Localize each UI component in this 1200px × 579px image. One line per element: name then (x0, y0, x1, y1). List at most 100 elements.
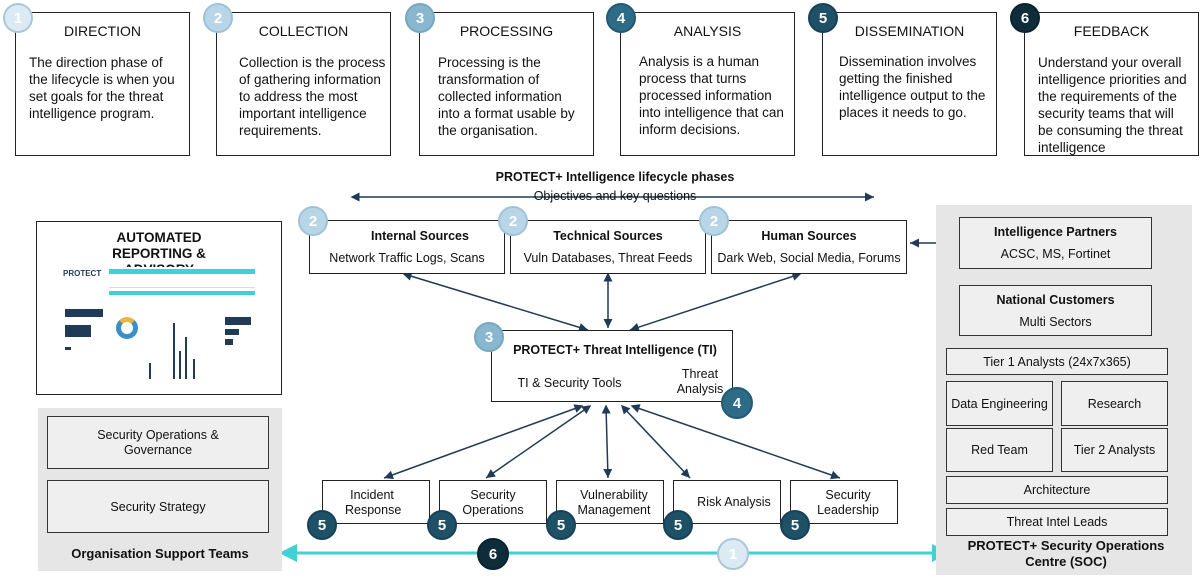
ti-title: PROTECT+ Threat Intelligence (TI) (513, 343, 717, 357)
dashboard-donut (116, 317, 138, 339)
phase-text: Collection is the process of gathering i… (239, 55, 386, 138)
phase-text: Analysis is a human process that turns p… (639, 54, 784, 137)
dashboard-bar (65, 347, 71, 350)
output-label: Vulnerability Management (577, 488, 651, 517)
internal-sources-box: Internal Sources Network Traffic Logs, S… (309, 220, 505, 274)
direction-number: 1 (717, 538, 749, 570)
phase-direction: DIRECTION The direction phase of the lif… (15, 12, 190, 156)
phase-number-3: 3 (405, 3, 435, 33)
phase-number-5: 5 (808, 3, 838, 33)
dashboard-header-strip (109, 269, 255, 274)
dashboard-column (173, 323, 175, 379)
org-item-strategy: Security Strategy (47, 480, 269, 533)
dashboard-subheader-strip (109, 291, 255, 295)
human-sources-box: Human Sources Dark Web, Social Media, Fo… (711, 220, 907, 274)
lifecycle-title: PROTECT+ Intelligence lifecycle phases (495, 170, 735, 184)
output-number: 5 (427, 510, 457, 540)
dashboard-logo: PROTECT (63, 269, 102, 278)
dashboard-column (149, 363, 151, 379)
phase-number-2: 2 (203, 3, 233, 33)
lifecycle-subtitle: Objectives and key questions (533, 189, 697, 203)
dashboard-kpi-row (109, 277, 255, 288)
soc-threat-intel-leads: Threat Intel Leads (946, 508, 1168, 536)
partners-title: Intelligence Partners (994, 225, 1117, 239)
phase-dissemination: DISSEMINATION Dissemination involves get… (822, 12, 997, 156)
output-label: Risk Analysis (697, 495, 771, 509)
output-security-operations: Security Operations (439, 480, 547, 524)
source-number: 2 (699, 206, 729, 236)
ti-tools: TI & Security Tools (517, 376, 622, 390)
soc-item-label: Data Engineering (951, 396, 1048, 411)
org-item-label: Security Strategy (110, 499, 206, 514)
phase-text: Dissemination involves getting the finis… (839, 54, 986, 120)
source-detail: Vuln Databases, Threat Feeds (523, 251, 693, 265)
soc-architecture: Architecture (946, 476, 1168, 504)
ti-analysis: Threat Analysis (676, 367, 724, 396)
phase-collection: COLLECTION Collection is the process of … (216, 12, 391, 156)
dashboard-thumbnail: PROTECT (61, 267, 257, 383)
dashboard-bar (65, 309, 103, 317)
phase-processing: PROCESSING Processing is the transformat… (419, 12, 594, 156)
source-number: 2 (298, 206, 328, 236)
phase-title: PROCESSING (459, 23, 554, 39)
dashboard-bar (225, 329, 239, 335)
phase-text: Understand your overall intelligence pri… (1038, 55, 1187, 155)
partners-detail: ACSC, MS, Fortinet (1000, 247, 1111, 261)
phase-title: COLLECTION (258, 23, 349, 39)
output-number: 5 (663, 510, 693, 540)
output-label: Security Operations (462, 488, 524, 517)
soc-data-engineering: Data Engineering (946, 381, 1053, 426)
output-risk-analysis: Risk Analysis (673, 480, 781, 524)
customers-detail: Multi Sectors (1019, 314, 1092, 329)
phase-number-1: 1 (3, 3, 33, 33)
dashboard-column (185, 337, 187, 379)
dashboard-bar (225, 339, 233, 345)
phase-title: FEEDBACK (1073, 23, 1150, 39)
dashboard-column (193, 359, 195, 379)
output-label: Security Leadership (817, 488, 879, 517)
soc-tier1: Tier 1 Analysts (24x7x365) (946, 348, 1168, 375)
phase-feedback: FEEDBACK Understand your overall intelli… (1024, 12, 1199, 156)
phase-analysis: ANALYSIS Analysis is a human process tha… (620, 12, 795, 156)
soc-red-team: Red Team (946, 428, 1053, 472)
technical-sources-box: Technical Sources Vuln Databases, Threat… (510, 220, 706, 274)
phase-number-4: 4 (606, 3, 636, 33)
soc-item-label: Tier 2 Analysts (1073, 443, 1156, 457)
output-label: Incident Response (345, 488, 402, 517)
output-number: 5 (307, 510, 337, 540)
soc-item-label: Red Team (971, 443, 1028, 457)
phase-number-6: 6 (1010, 3, 1040, 33)
output-number: 5 (546, 510, 576, 540)
phase-title: DIRECTION (64, 23, 141, 39)
phase-text: Processing is the transformation of coll… (438, 55, 575, 138)
customers-title: National Customers (996, 292, 1115, 307)
source-title: Human Sources (761, 229, 857, 243)
phase-title: ANALYSIS (673, 23, 742, 39)
soc-caption: PROTECT+ Security Operations Centre (SOC… (967, 538, 1165, 569)
soc-item-label: Tier 1 Analysts (24x7x365) (983, 354, 1131, 369)
org-item-label: Security Operations & Governance (97, 427, 219, 457)
source-detail: Dark Web, Social Media, Forums (717, 251, 901, 265)
soc-research: Research (1061, 381, 1168, 426)
dashboard-bar (225, 317, 251, 325)
soc-tier2: Tier 2 Analysts (1061, 428, 1168, 472)
phase-title: DISSEMINATION (854, 23, 965, 39)
soc-item-label: Threat Intel Leads (1006, 515, 1108, 529)
dashboard-bar (65, 325, 91, 337)
feedback-number: 6 (477, 538, 509, 570)
soc-item-label: Architecture (1023, 483, 1091, 497)
dashboard-column (179, 351, 181, 379)
source-title: Technical Sources (553, 229, 663, 243)
phase-text: The direction phase of the lifecycle is … (29, 55, 175, 121)
analysis-number: 4 (721, 387, 753, 419)
org-caption: Organisation Support Teams (71, 546, 249, 561)
source-detail: Network Traffic Logs, Scans (329, 251, 485, 265)
ti-number: 3 (474, 322, 504, 352)
national-customers-box: National Customers Multi Sectors (959, 285, 1152, 336)
reporting-panel: AUTOMATED REPORTING & ADVISORY PROTECT (36, 221, 282, 395)
soc-item-label: Research (1087, 396, 1142, 411)
threat-intelligence-box: PROTECT+ Threat Intelligence (TI) TI & S… (491, 330, 733, 402)
intelligence-partners-box: Intelligence Partners ACSC, MS, Fortinet (959, 217, 1152, 269)
source-number: 2 (498, 206, 528, 236)
source-title: Internal Sources (371, 229, 469, 243)
